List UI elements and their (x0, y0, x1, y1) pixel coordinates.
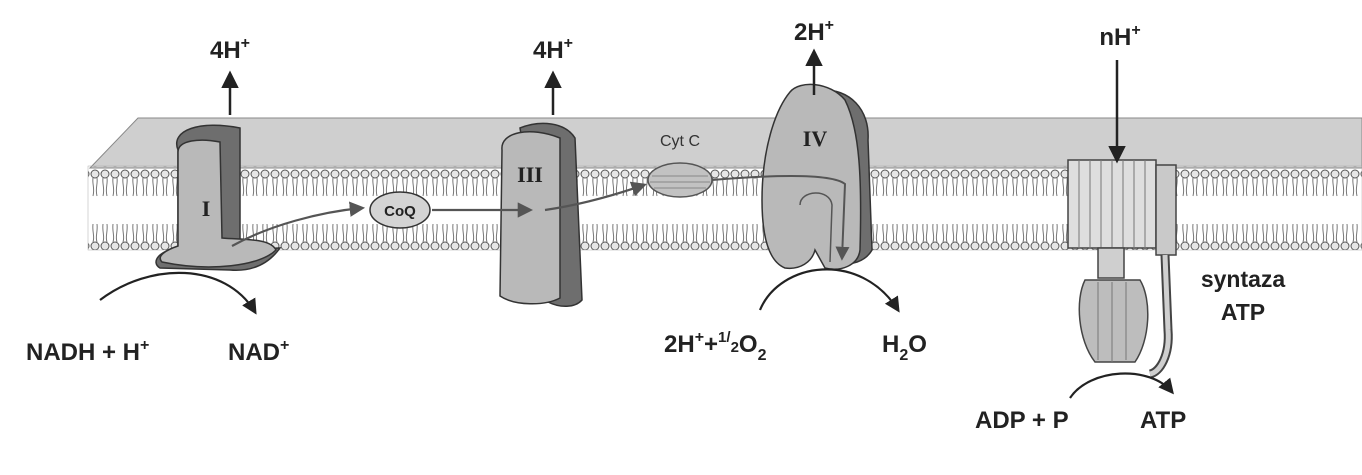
atp-synthase-label-line1: syntaza (1201, 266, 1286, 292)
nad-label: NAD+ (228, 337, 289, 366)
cytochrome-c: Cyt C (647, 133, 713, 198)
oxygen-reaction-label: 2H++1/2O2 (664, 329, 767, 364)
electron-path (231, 175, 850, 261)
complex-iii-label: III (517, 162, 543, 187)
atp-synthase-label-line2: ATP (1221, 299, 1265, 325)
coq-shuttle: CoQ (369, 191, 431, 229)
complex-i-label: I (202, 196, 211, 221)
proton-label-complex-iii: 4H+ (533, 35, 573, 64)
complex-i: I (155, 124, 282, 271)
complex-iii: III (499, 122, 583, 307)
nadh-label: NADH + H+ (26, 337, 149, 366)
proton-arrows (221, 48, 1126, 164)
complex-iv-label: IV (803, 126, 828, 151)
coq-label: CoQ (384, 203, 416, 220)
water-label: H2O (882, 331, 927, 364)
proton-label-complex-i: 4H+ (210, 35, 250, 64)
proton-label-complex-iv: 2H+ (794, 17, 834, 46)
cytc-label: Cyt C (660, 133, 700, 150)
proton-label-synthase: nH+ (1099, 22, 1140, 51)
adp-label: ADP + P (975, 407, 1069, 434)
atp-label: ATP (1140, 407, 1186, 434)
reaction-arcs (99, 268, 1174, 399)
atp-synthase: syntaza ATP (1067, 159, 1286, 379)
